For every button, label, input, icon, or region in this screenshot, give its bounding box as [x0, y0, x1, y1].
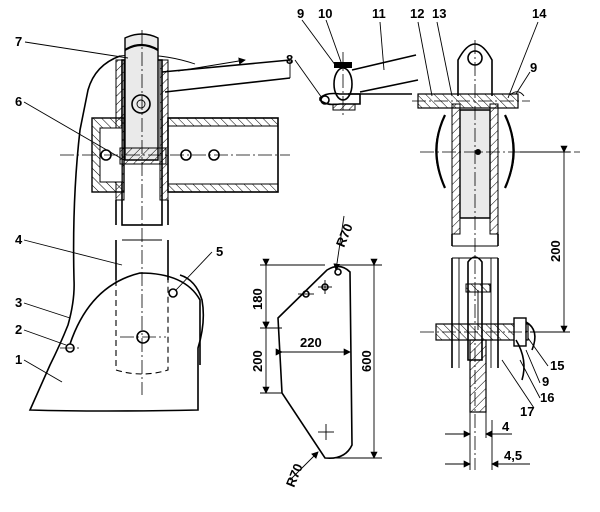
shackle-eye — [320, 95, 330, 105]
boom-pivot-inner — [136, 99, 146, 109]
leader-6 — [23, 101, 125, 161]
dim-600-text: 600 — [359, 350, 374, 372]
shackle-base — [319, 92, 361, 106]
leader-9c — [525, 349, 541, 384]
plate-detail-view: 600 180 200 220 R70 R70 — [250, 215, 382, 489]
mast-hidden-lower — [115, 280, 169, 375]
ring-left — [435, 114, 447, 189]
right-side-view: 200 4 4,5 — [319, 40, 580, 470]
label-9-top: 9 — [297, 6, 304, 21]
label-12: 12 — [410, 6, 424, 21]
leader-3 — [23, 302, 71, 319]
label-14: 14 — [532, 6, 547, 21]
sail-outline — [28, 55, 205, 412]
dim-180-text: 180 — [250, 288, 265, 310]
shackle-nut — [332, 103, 356, 111]
label-5: 5 — [216, 244, 223, 259]
lower-spring — [515, 339, 525, 381]
leader-17 — [501, 359, 535, 409]
leader-4 — [23, 239, 123, 266]
mast-cap — [124, 43, 159, 51]
label-9-lower: 9 — [542, 374, 549, 389]
leader-10 — [325, 19, 342, 63]
leader-7 — [24, 41, 129, 59]
leader-2 — [23, 329, 67, 346]
label-13: 13 — [432, 6, 446, 21]
ring-right — [503, 114, 515, 189]
leader-1 — [23, 359, 63, 383]
leader-16 — [519, 359, 541, 399]
lower-wingnut — [525, 321, 536, 351]
board-plate-top — [69, 272, 201, 365]
board-plate-edge — [469, 339, 487, 413]
label-1: 1 — [15, 352, 22, 367]
mast-wall-right — [159, 59, 169, 201]
label-8: 8 — [286, 52, 293, 67]
label-16: 16 — [540, 390, 554, 405]
cross-tube-wall-top — [167, 117, 279, 127]
r70-top-leader — [333, 215, 345, 271]
leader-12 — [417, 21, 433, 97]
dim-45-text: 4,5 — [504, 448, 522, 463]
plate-outline — [277, 265, 353, 460]
bolt-mid — [180, 149, 192, 161]
label-6: 6 — [15, 94, 22, 109]
boom-pivot — [131, 94, 151, 114]
r70-bottom-leader — [289, 451, 319, 481]
bolt-right — [208, 149, 220, 161]
right-tube-wall-right — [489, 103, 499, 235]
leader-5 — [175, 251, 213, 291]
dim-200-text: 200 — [250, 350, 265, 372]
right-tube-wall-left — [451, 103, 461, 235]
label-2: 2 — [15, 322, 22, 337]
ring-right-inner — [509, 127, 515, 176]
boom11-upper — [351, 54, 417, 71]
label-15: 15 — [550, 358, 564, 373]
label-3: 3 — [15, 295, 22, 310]
hole-5 — [168, 288, 178, 298]
r70-bottom-text: R70 — [283, 461, 306, 489]
leader-9b — [515, 71, 531, 95]
leader-14 — [507, 21, 539, 99]
ring-left-inner — [435, 127, 441, 176]
leader-8 — [294, 59, 323, 99]
label-10: 10 — [318, 6, 332, 21]
boom11-lower — [359, 79, 419, 93]
r70-top-text: R70 — [333, 221, 356, 249]
dim-220-text: 220 — [300, 335, 322, 350]
label-9-right: 9 — [530, 60, 537, 75]
label-7: 7 — [15, 34, 22, 49]
boom-arrow — [177, 57, 246, 72]
upper-pin — [465, 283, 491, 293]
left-leaders — [23, 41, 213, 383]
label-17: 17 — [520, 404, 534, 419]
label-4: 4 — [15, 232, 23, 247]
leader-15 — [527, 337, 549, 367]
leader-9a — [301, 19, 337, 67]
wood-insert — [124, 33, 159, 161]
right-leaders — [294, 19, 549, 409]
leader-11 — [379, 21, 385, 71]
dim-side-text: 200 — [548, 240, 563, 262]
leader-13 — [436, 21, 453, 97]
boom-lower-edge — [164, 77, 291, 93]
cross-tube-wall-bottom — [167, 183, 279, 193]
left-assembly-view — [28, 30, 291, 412]
dim-4-text: 4 — [502, 419, 510, 434]
clamp-band — [119, 147, 167, 165]
part-labels: 7 6 4 5 3 2 1 9 10 11 12 13 14 8 9 15 9 … — [15, 6, 564, 419]
label-11: 11 — [372, 6, 386, 21]
